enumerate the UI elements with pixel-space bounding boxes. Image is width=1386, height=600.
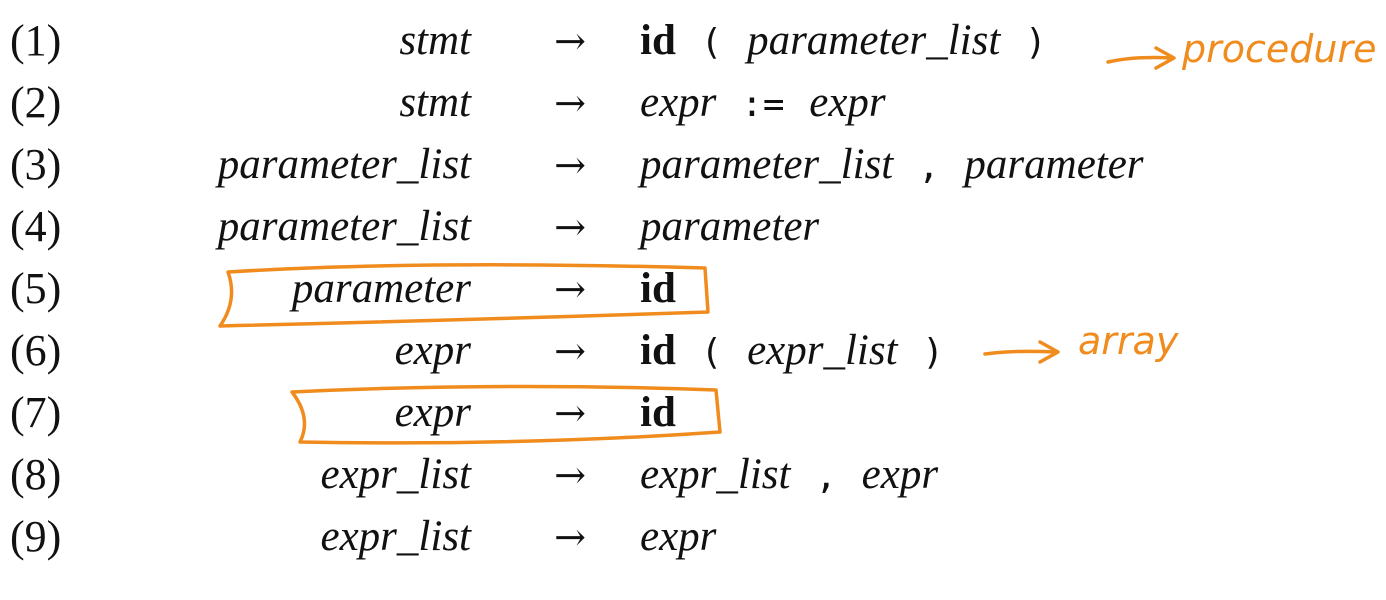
- arrow-icon: →: [554, 143, 586, 187]
- grammar-rule-8: (8) expr_list → expr_list , expr: [0, 444, 1386, 506]
- rhs-token: id: [640, 265, 676, 312]
- rule-lhs: expr_list: [320, 451, 471, 498]
- rule-number: (6): [10, 326, 62, 375]
- rhs-token: expr: [809, 79, 886, 126]
- grammar-rule-5: (5) parameter → id: [0, 258, 1386, 320]
- arrow-icon: →: [554, 453, 586, 497]
- rule-lhs: stmt: [399, 79, 471, 126]
- rhs-token: ): [1025, 22, 1047, 63]
- rule-number: (1): [10, 16, 62, 65]
- grammar-rule-3: (3) parameter_list → parameter_list , pa…: [0, 134, 1386, 196]
- arrow-icon: →: [554, 205, 586, 249]
- rule-number: (7): [10, 388, 62, 437]
- rule-lhs: expr: [394, 327, 471, 374]
- rule-rhs: id: [640, 258, 676, 320]
- grammar-rule-4: (4) parameter_list → parameter: [0, 196, 1386, 258]
- arrow-icon: →: [554, 515, 586, 559]
- rule-number: (5): [10, 264, 62, 313]
- rhs-token: ,: [815, 456, 837, 497]
- rule-rhs: parameter: [640, 196, 819, 258]
- rule-rhs: expr: [640, 506, 716, 568]
- rule-lhs: expr: [394, 389, 471, 436]
- rhs-token: parameter: [964, 141, 1144, 188]
- rule-lhs: parameter_list: [217, 141, 471, 188]
- rule-lhs: parameter_list: [217, 203, 471, 250]
- rule-lhs: expr_list: [320, 513, 471, 560]
- arrow-icon: →: [554, 391, 586, 435]
- rhs-token: parameter_list: [747, 17, 1001, 64]
- rhs-token: :=: [741, 84, 785, 125]
- rhs-token: ): [922, 332, 944, 373]
- rule-rhs: id: [640, 382, 676, 444]
- rhs-token: (: [700, 22, 723, 63]
- arrow-icon: →: [554, 329, 586, 373]
- rhs-token: expr: [640, 513, 717, 560]
- rhs-token: id: [640, 389, 676, 436]
- arrow-icon: →: [554, 81, 586, 125]
- grammar-rule-2: (2) stmt → expr := expr: [0, 72, 1386, 134]
- rule-rhs: expr_list , expr: [640, 444, 938, 508]
- rule-lhs: parameter: [291, 265, 471, 312]
- grammar-rule-6: (6) expr → id ( expr_list ): [0, 320, 1386, 382]
- rhs-token: id: [640, 327, 676, 374]
- grammar-rule-9: (9) expr_list → expr: [0, 506, 1386, 568]
- rule-rhs: id ( expr_list ): [640, 320, 944, 384]
- rule-number: (4): [10, 202, 62, 251]
- rhs-token: parameter: [640, 203, 820, 250]
- rhs-token: expr: [861, 451, 939, 498]
- grammar-rule-7: (7) expr → id: [0, 382, 1386, 444]
- arrow-icon: →: [554, 19, 586, 63]
- rule-number: (9): [10, 512, 62, 561]
- arrow-icon: →: [554, 267, 586, 311]
- rule-lhs: stmt: [399, 17, 471, 64]
- rhs-token: parameter_list: [640, 141, 894, 188]
- rule-number: (8): [10, 450, 62, 499]
- rule-number: (3): [10, 140, 62, 189]
- rhs-token: (: [700, 332, 723, 373]
- rhs-token: expr_list: [640, 451, 791, 498]
- rule-rhs: parameter_list , parameter: [640, 134, 1144, 198]
- rhs-token: expr: [640, 79, 717, 126]
- rule-rhs: id ( parameter_list ): [640, 10, 1047, 74]
- rule-number: (2): [10, 78, 62, 127]
- rhs-token: expr_list: [747, 327, 898, 374]
- rhs-token: ,: [917, 146, 940, 187]
- grammar-rule-1: (1) stmt → id ( parameter_list ): [0, 10, 1386, 72]
- rhs-token: id: [640, 17, 676, 64]
- rule-rhs: expr := expr: [640, 72, 886, 136]
